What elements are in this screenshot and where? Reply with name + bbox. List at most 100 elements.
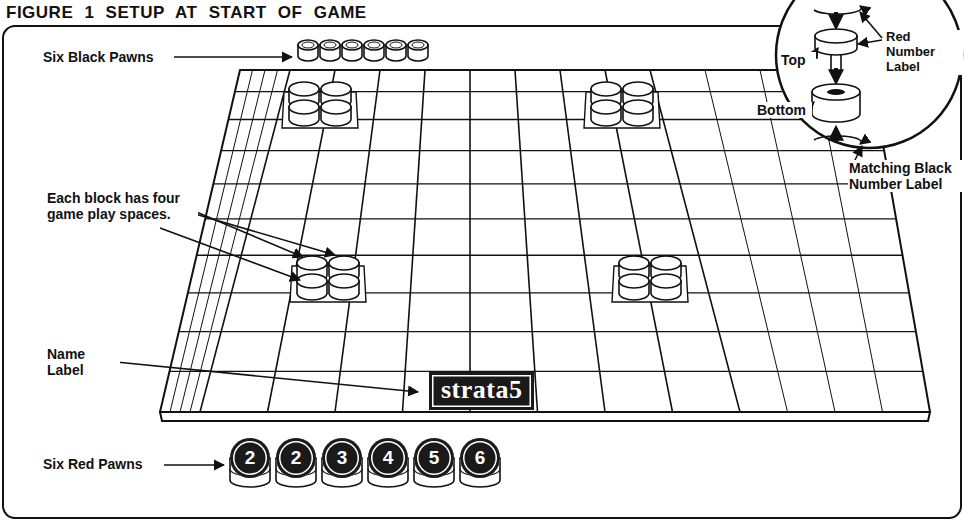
pawn-label-ring bbox=[412, 42, 424, 48]
figure-frame bbox=[3, 26, 961, 518]
cylinder-top bbox=[815, 29, 857, 43]
leader-line bbox=[156, 464, 224, 466]
cylinder-top bbox=[591, 100, 621, 114]
block-space bbox=[329, 274, 359, 300]
grid-line bbox=[469, 70, 471, 412]
pawn-number: 4 bbox=[383, 448, 394, 468]
cylinder-top bbox=[591, 82, 621, 96]
cylinder-top bbox=[297, 256, 327, 270]
callout-label: Matching Black Number Label bbox=[848, 160, 963, 192]
pawn-number: 2 bbox=[291, 448, 302, 468]
block-space bbox=[651, 274, 681, 300]
cylinder-top bbox=[812, 84, 860, 100]
cylinder-top bbox=[289, 82, 319, 96]
pawn-number: 2 bbox=[245, 448, 256, 468]
pawn-number: 6 bbox=[475, 448, 486, 468]
leader-line bbox=[860, 12, 882, 38]
block-space bbox=[297, 274, 327, 300]
cylinder-top bbox=[321, 100, 351, 114]
cylinder-top bbox=[623, 100, 653, 114]
pawn-number: 3 bbox=[337, 448, 348, 468]
callout-label: Bottom bbox=[756, 102, 812, 118]
grid-line bbox=[170, 371, 923, 372]
grid-line bbox=[213, 183, 890, 184]
grid-line bbox=[179, 331, 916, 332]
cylinder-top bbox=[408, 40, 428, 50]
black-pawn bbox=[408, 40, 428, 61]
cylinder-top bbox=[364, 40, 384, 50]
inset-circle bbox=[776, 0, 962, 148]
grid-line bbox=[197, 255, 903, 256]
pawn-number: 5 bbox=[429, 448, 440, 468]
cylinder-top bbox=[321, 82, 351, 96]
pawn-bottom-piece bbox=[812, 84, 860, 122]
play-block bbox=[612, 256, 688, 302]
grid-line bbox=[200, 70, 290, 412]
leader-line bbox=[858, 40, 882, 44]
callout-label: Six Black Pawns bbox=[42, 49, 174, 65]
grid-line bbox=[221, 150, 884, 151]
cylinder-top bbox=[342, 40, 362, 50]
red-pawn: 2 bbox=[230, 438, 270, 478]
red-pawn: 3 bbox=[322, 438, 362, 478]
cylinder-top bbox=[623, 82, 653, 96]
block-space bbox=[321, 100, 351, 126]
pawn-label-ring bbox=[324, 42, 336, 48]
cylinder-top bbox=[297, 274, 327, 288]
socket bbox=[827, 89, 845, 95]
cylinder-top bbox=[320, 40, 340, 50]
assembly-arrow bbox=[834, 68, 838, 82]
cylinder-top bbox=[289, 100, 319, 114]
grid-line bbox=[403, 70, 426, 412]
red-pawn: 6 bbox=[460, 438, 500, 478]
cylinder-top bbox=[619, 256, 649, 270]
leader-line bbox=[160, 228, 300, 280]
play-block bbox=[282, 82, 358, 128]
callout-label: Each block has four game play spaces. bbox=[46, 190, 198, 222]
block-space bbox=[289, 100, 319, 126]
assembly-arrow bbox=[834, 128, 838, 142]
black-pawn bbox=[364, 40, 384, 61]
pawn-label-ring bbox=[346, 42, 358, 48]
name-label-plate: strata5 bbox=[429, 372, 534, 410]
callout-label: Top bbox=[780, 52, 816, 68]
rotate-arrow bbox=[814, 136, 861, 144]
block-space bbox=[591, 100, 621, 126]
fan-line bbox=[705, 70, 788, 412]
black-pawn bbox=[342, 40, 362, 61]
block-space bbox=[623, 100, 653, 126]
callout-label: Name Label bbox=[46, 346, 120, 378]
red-pawn: 2 bbox=[276, 438, 316, 478]
pawn-detail-inset bbox=[776, 0, 962, 148]
red-pawn: 5 bbox=[414, 438, 454, 478]
rotate-arrow bbox=[814, 6, 861, 14]
cylinder-top bbox=[651, 274, 681, 288]
leader-line bbox=[116, 362, 418, 392]
grid-line bbox=[650, 70, 740, 412]
cylinder-top bbox=[386, 40, 406, 50]
pawn-top-piece bbox=[815, 29, 857, 55]
cylinder-top bbox=[651, 256, 681, 270]
fan-line bbox=[170, 70, 253, 412]
grid-line bbox=[205, 218, 896, 219]
cylinder-top bbox=[298, 40, 318, 50]
name-label-text: strata5 bbox=[441, 375, 522, 405]
pawn-label-ring bbox=[390, 42, 402, 48]
pawn-label-ring bbox=[368, 42, 380, 48]
play-block bbox=[584, 82, 660, 128]
callout-label: Six Red Pawns bbox=[42, 456, 164, 472]
red-pawn: 4 bbox=[368, 438, 408, 478]
black-pawn bbox=[320, 40, 340, 61]
block-space bbox=[619, 274, 649, 300]
play-block bbox=[290, 256, 366, 302]
black-pawn bbox=[298, 40, 318, 61]
figure-title: FIGURE 1 SETUP AT START OF GAME bbox=[6, 3, 367, 23]
cylinder-top bbox=[329, 256, 359, 270]
board-edge bbox=[160, 412, 930, 421]
callout-label: Red Number Label bbox=[885, 30, 963, 75]
grid-line bbox=[515, 70, 538, 412]
cylinder-top bbox=[619, 274, 649, 288]
pawn-label-ring bbox=[302, 42, 314, 48]
leader-line bbox=[172, 56, 292, 58]
